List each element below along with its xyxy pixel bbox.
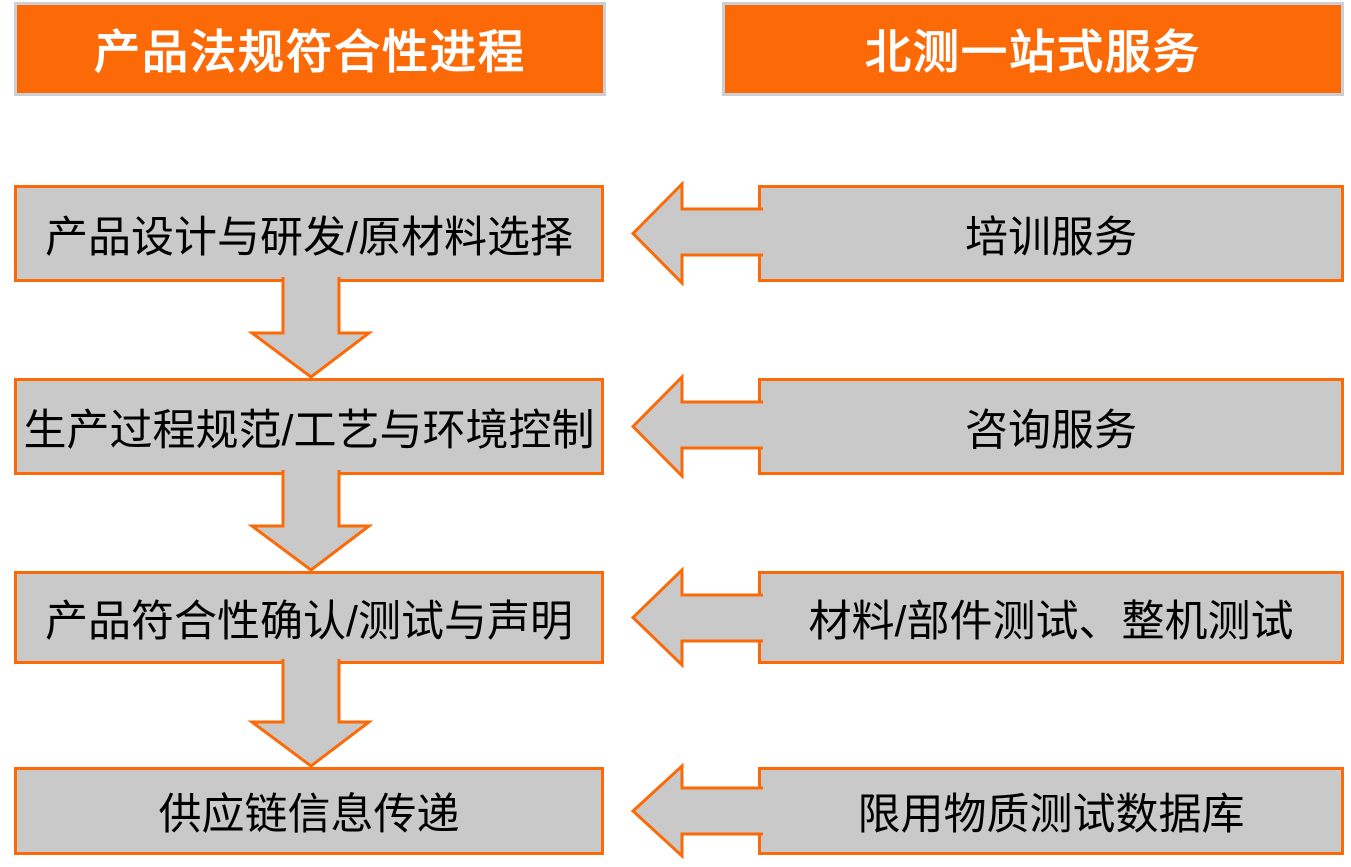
service-box-3: 材料/部件测试、整机测试 xyxy=(758,571,1344,664)
service-box-1: 培训服务 xyxy=(758,185,1344,282)
service-box-4: 限用物质测试数据库 xyxy=(758,767,1344,855)
process-step-label: 供应链信息传递 xyxy=(158,791,460,839)
process-step-box-1: 产品设计与研发/原材料选择 xyxy=(14,185,604,282)
process-step-box-3: 产品符合性确认/测试与声明 xyxy=(14,571,604,664)
service-label: 咨询服务 xyxy=(965,406,1137,455)
left-column-header-label: 产品法规符合性进程 xyxy=(94,26,526,78)
down-arrow-icon xyxy=(247,277,374,379)
service-label: 材料/部件测试、整机测试 xyxy=(808,597,1294,646)
left-arrow-icon xyxy=(630,373,763,480)
service-box-2: 咨询服务 xyxy=(758,378,1344,475)
process-step-label: 产品设计与研发/原材料选择 xyxy=(45,213,573,262)
service-label: 限用物质测试数据库 xyxy=(857,791,1245,839)
right-column-header: 北测一站式服务 xyxy=(722,2,1344,96)
left-column-header: 产品法规符合性进程 xyxy=(14,2,606,96)
process-step-box-4: 供应链信息传递 xyxy=(14,767,604,855)
service-label: 培训服务 xyxy=(965,213,1137,262)
left-arrow-icon xyxy=(630,566,763,669)
down-arrow-icon xyxy=(247,470,374,572)
right-column-header-label: 北测一站式服务 xyxy=(865,26,1201,78)
process-step-box-2: 生产过程规范/工艺与环境控制 xyxy=(14,378,604,475)
left-arrow-icon xyxy=(630,762,763,860)
left-arrow-icon xyxy=(630,180,763,287)
down-arrow-icon xyxy=(247,659,374,768)
process-step-label: 产品符合性确认/测试与声明 xyxy=(45,597,573,646)
process-step-label: 生产过程规范/工艺与环境控制 xyxy=(23,406,595,455)
